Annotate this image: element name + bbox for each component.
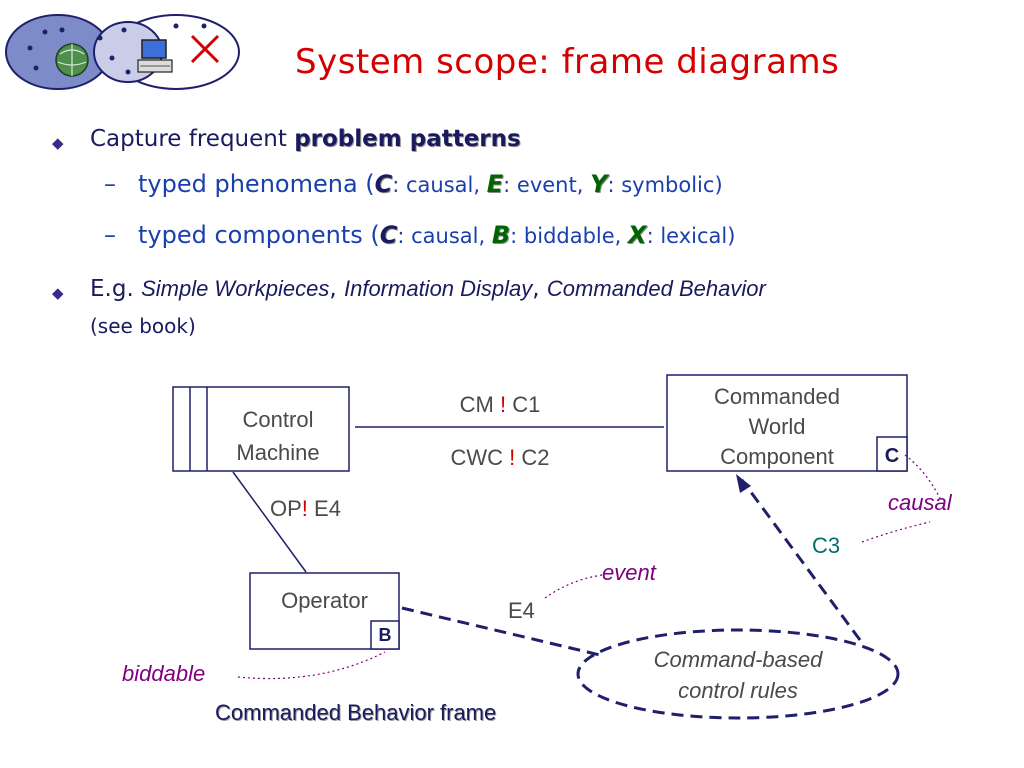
arrowhead-icon [736,474,751,493]
bullet-diamond-icon: ◆ [52,134,64,152]
see-book-text: (see book) [90,314,196,338]
annotation-causal: causal [888,490,952,515]
phen-letter-c: C [374,170,393,198]
components-prefix: typed components ( [138,221,380,249]
cm-pre: CM [459,392,500,417]
slide-title: System scope: frame diagrams [295,42,840,82]
machine-label: Control Machine [207,403,349,469]
sub-dash-icon: – [104,170,116,198]
world-line2: World [748,414,806,439]
operator-type-letter: B [378,625,392,645]
reference-e4 [401,606,601,657]
interface-cwc-label: CWC ! C2 [410,445,590,471]
sub-bullet-components: typed components (C: causal, B: biddable… [138,221,735,249]
cm-post: C1 [506,392,541,417]
operator-label: Operator [281,588,368,613]
bullet-capture: Capture frequent problem patterns [90,126,521,152]
example-simple-workpieces: Simple Workpieces [141,276,330,301]
interface-op-label: OP! E4 [270,496,390,522]
causal-leader [904,454,941,499]
annotation-biddable: biddable [122,661,206,686]
phen-causal: : causal, [392,173,487,197]
cwc-bang: ! [509,445,516,470]
cwc-post: C2 [515,445,550,470]
comp-letter-c: C [379,221,398,249]
op-pre: OP [270,496,302,521]
comp-causal: : causal, [397,224,492,248]
comp-lexical: : lexical) [646,224,736,248]
requirement-label: Command-based control rules [608,644,868,706]
phen-symbolic: : symbolic) [607,173,723,197]
sub-dash-icon: – [104,221,116,249]
requirement-line1: Command-based [653,647,823,672]
machine-line2: Machine [236,440,320,465]
example-information-display: Information Display [343,276,533,301]
cm-bang: ! [499,392,507,417]
causal-leader [861,521,931,543]
cwc-pre: CWC [450,445,510,470]
op-bang: ! [301,496,308,521]
annotation-event: event [602,560,656,585]
bullet-examples: E.g. Simple Workpieces, Information Disp… [90,276,766,302]
op-post: E4 [307,496,341,521]
phenomena-prefix: typed phenomena ( [138,170,375,198]
reference-c3-label: C3 [812,533,841,558]
example-sep: , [329,276,344,302]
world-line3: Component [720,444,834,469]
requirement-ellipse [576,628,900,720]
reference-c3 [740,479,862,641]
comp-letter-x: X [628,221,647,249]
logo-graphic [5,14,240,90]
world-label: Commanded World Component [667,382,887,472]
world-box [666,374,908,472]
examples-prefix: E.g. [90,276,142,302]
biddable-leader [237,651,386,680]
frame-caption: Commanded Behavior frame [215,700,497,725]
example-sep: , [532,276,547,302]
interface-machine-operator [232,471,307,573]
bullet-diamond-icon: ◆ [52,284,64,302]
phen-letter-y: Y [590,170,608,198]
world-line1: Commanded [714,384,840,409]
comp-biddable: : biddable, [510,224,629,248]
interface-cm-label: CM ! C1 [420,392,580,418]
machine-line1: Control [242,407,314,432]
machine-box [172,386,350,472]
phen-event: : event, [503,173,591,197]
event-leader [544,574,603,599]
reference-e4-label: E4 [508,598,535,623]
world-type-letter: C [884,445,900,467]
bullet-capture-text: Capture frequent [90,126,295,152]
example-commanded-behavior: Commanded Behavior [546,276,766,301]
comp-letter-b: B [491,221,511,249]
problem-patterns-text: problem patterns [294,126,521,152]
world-type-box [876,436,908,472]
operator-type-box [370,620,400,650]
requirement-line2: control rules [678,678,798,703]
phen-letter-e: E [486,170,504,198]
sub-bullet-phenomena: typed phenomena (C: causal, E: event, Y:… [138,170,723,198]
